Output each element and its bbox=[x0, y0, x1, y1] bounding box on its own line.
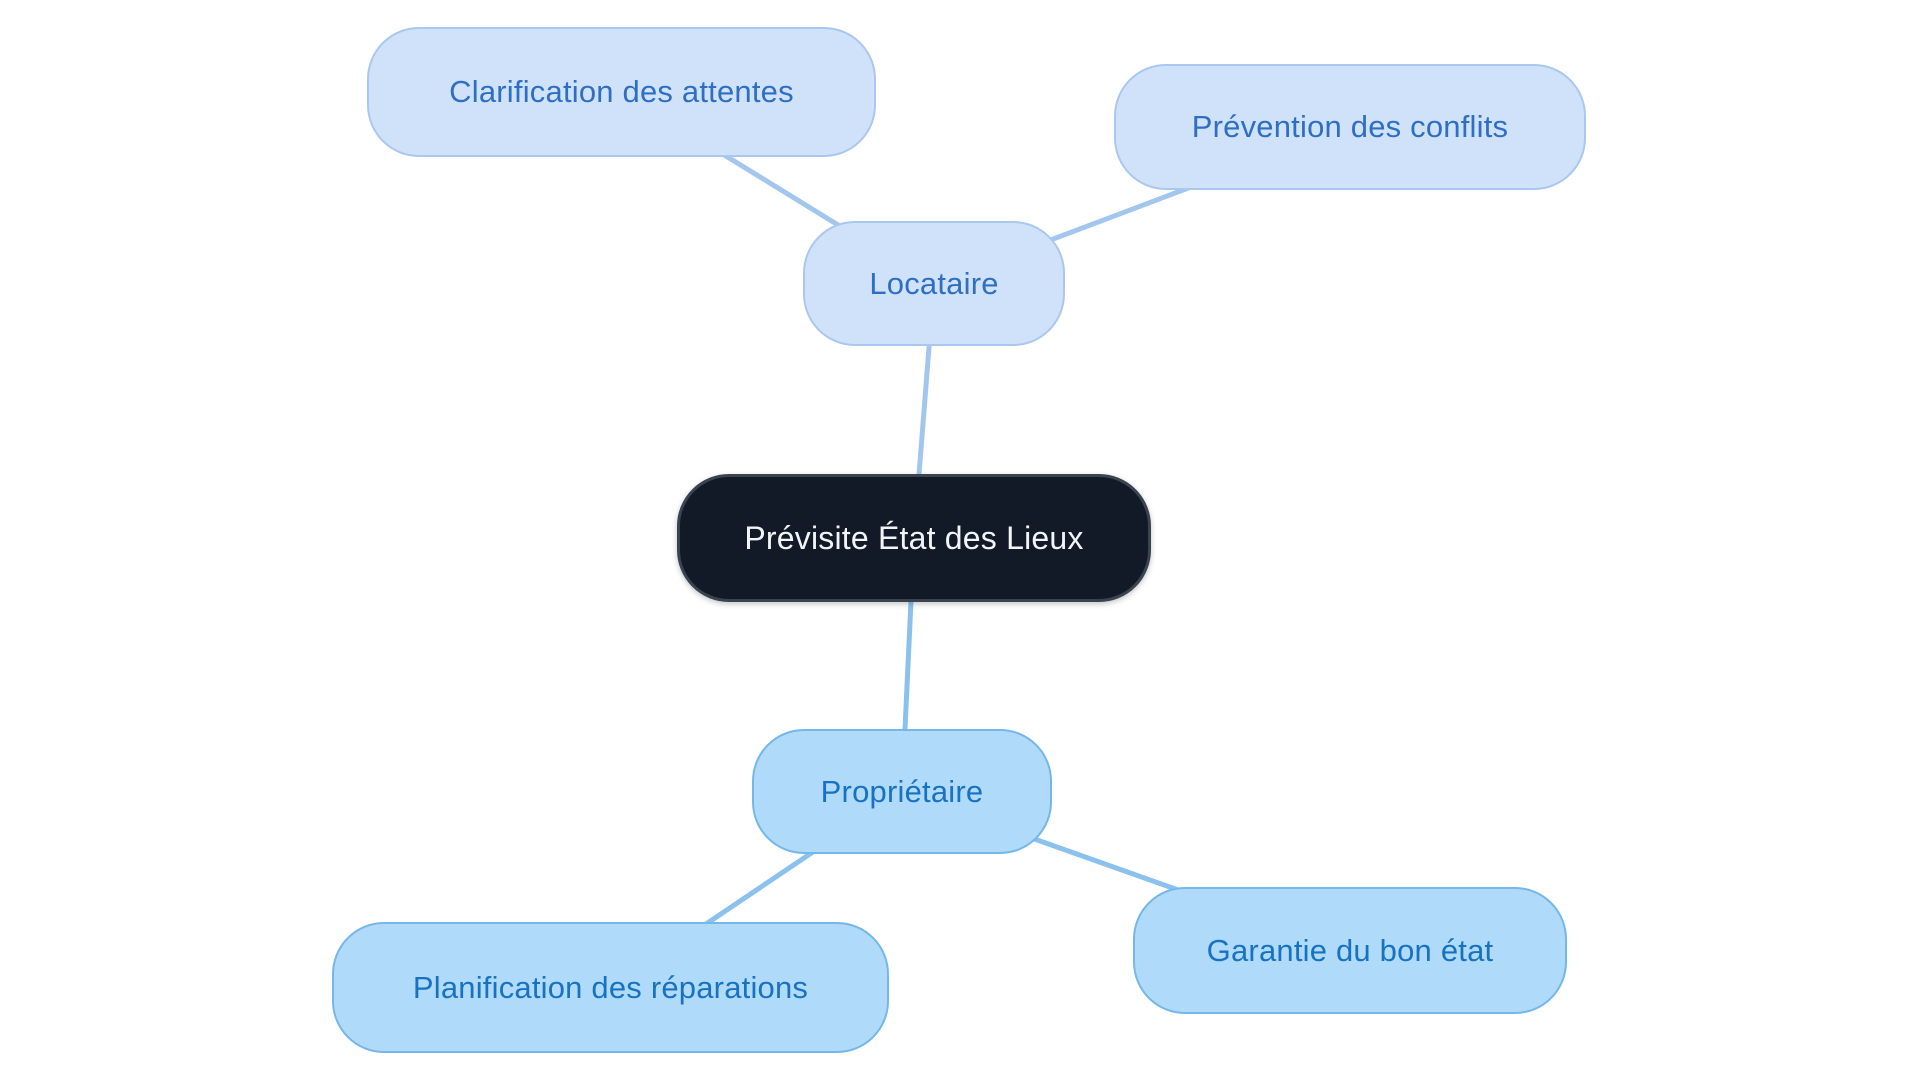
node-planification-des-reparations[interactable]: Planification des réparations bbox=[332, 922, 889, 1053]
node-clarification-label: Clarification des attentes bbox=[449, 74, 794, 109]
node-proprietaire[interactable]: Propriétaire bbox=[752, 729, 1052, 854]
node-planification-label: Planification des réparations bbox=[412, 969, 809, 1005]
node-previsite-etat-des-lieux[interactable]: Prévisite État des Lieux bbox=[677, 474, 1151, 602]
node-proprietaire-label: Propriétaire bbox=[820, 773, 984, 809]
node-locataire-label: Locataire bbox=[869, 265, 999, 301]
node-prevention-des-conflits[interactable]: Prévention des conflits bbox=[1114, 64, 1586, 190]
node-central-label: Prévisite État des Lieux bbox=[744, 519, 1084, 556]
node-clarification-des-attentes[interactable]: Clarification des attentes bbox=[367, 27, 876, 157]
node-prevention-label: Prévention des conflits bbox=[1191, 109, 1509, 144]
node-garantie-label: Garantie du bon état bbox=[1206, 932, 1494, 968]
node-locataire[interactable]: Locataire bbox=[803, 221, 1065, 346]
node-garantie-du-bon-etat[interactable]: Garantie du bon état bbox=[1133, 887, 1567, 1014]
